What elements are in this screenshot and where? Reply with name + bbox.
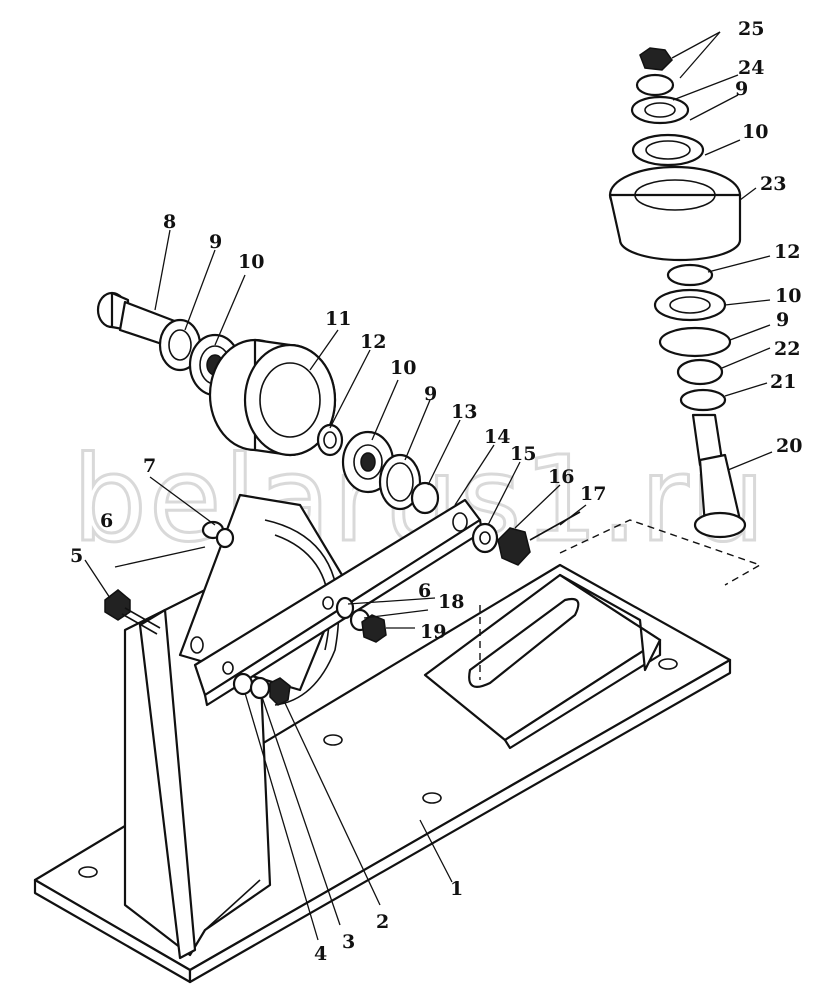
callout-14: 14 [484, 426, 510, 448]
vertical-stack-assembly [608, 47, 747, 539]
callout-4: 4 [314, 943, 327, 965]
callout-25: 25 [738, 18, 764, 40]
washer-nut-set-2-3-4 [232, 672, 291, 706]
slotted-bracket [423, 573, 662, 750]
callout-7: 7 [143, 455, 156, 477]
spacer-bearing-set-12-10-9-13 [316, 423, 440, 515]
callout-5: 5 [70, 545, 83, 567]
callout-12-middle: 12 [360, 331, 386, 353]
callout-9-lower: 9 [776, 309, 789, 331]
callout-12-right: 12 [774, 241, 800, 263]
washer-nut-set-6-18-19 [335, 596, 387, 643]
callout-16: 16 [548, 466, 574, 488]
bolt-and-washer-6-7 [201, 520, 235, 549]
callout-10-left: 10 [238, 251, 264, 273]
callout-23: 23 [760, 173, 786, 195]
callout-2: 2 [376, 911, 389, 933]
callout-24: 24 [738, 57, 764, 79]
callout-3: 3 [342, 931, 355, 953]
callout-20: 20 [776, 435, 802, 457]
dashed-alignment-lines [479, 519, 762, 680]
callout-9-middle: 9 [424, 383, 437, 405]
callout-15: 15 [510, 443, 536, 465]
roller-11 [208, 338, 337, 457]
callout-labels: 1 2 3 4 5 6 6 7 8 9 9 9 9 10 10 10 10 11… [70, 18, 802, 965]
callout-10-top: 10 [742, 121, 768, 143]
callout-8: 8 [163, 211, 176, 233]
callout-10-lower: 10 [775, 285, 801, 307]
callout-9-top: 9 [735, 78, 748, 100]
callout-1: 1 [450, 878, 463, 900]
bolt-5 [104, 589, 161, 635]
callout-11: 11 [325, 308, 351, 330]
callout-21: 21 [770, 371, 796, 393]
callout-6-right: 6 [418, 580, 431, 602]
callout-13: 13 [451, 401, 477, 423]
callout-19: 19 [420, 621, 446, 643]
callout-10-middle: 10 [390, 357, 416, 379]
callout-9-left: 9 [209, 231, 222, 253]
callout-6-left: 6 [100, 510, 113, 532]
callout-17: 17 [580, 483, 606, 505]
leader-lines [84, 31, 773, 941]
callout-18: 18 [438, 591, 464, 613]
callout-22: 22 [774, 338, 800, 360]
